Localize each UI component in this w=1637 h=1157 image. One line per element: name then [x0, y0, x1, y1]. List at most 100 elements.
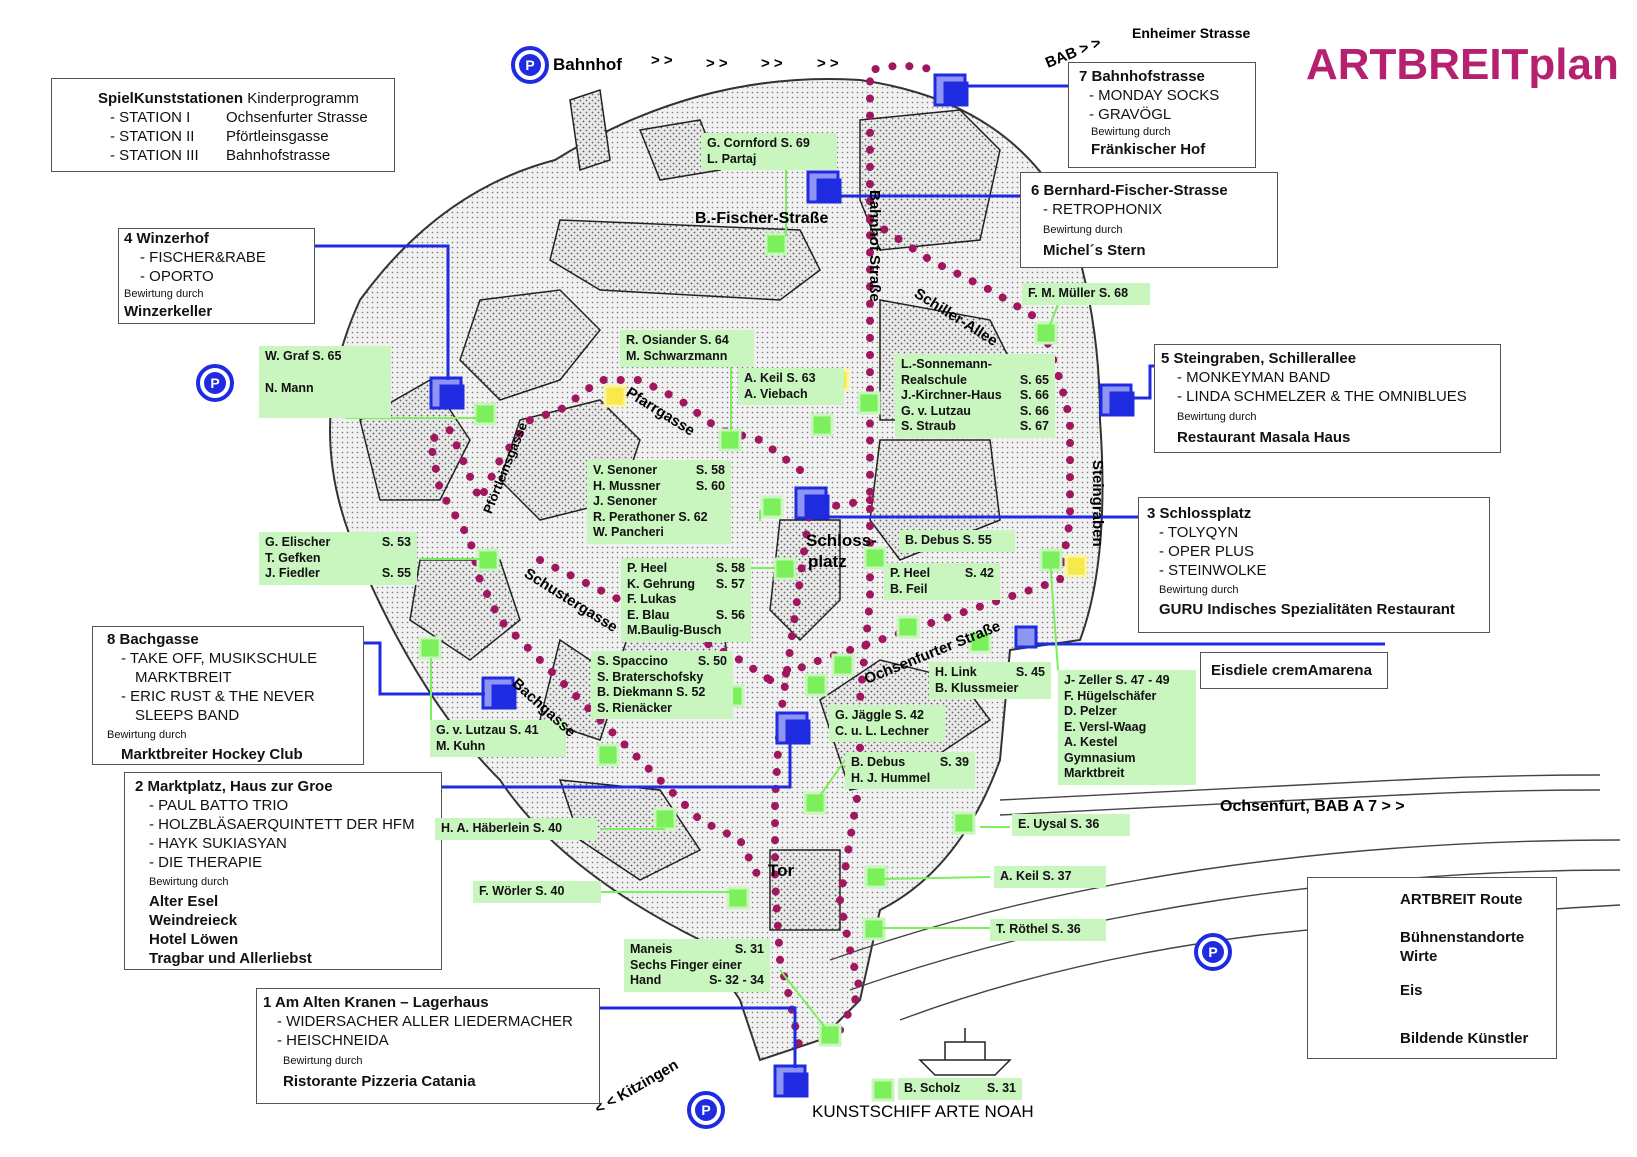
catering-host: Weindreieck [149, 912, 238, 929]
catering-host: Michel´s Stern [1043, 242, 1146, 259]
street-label-tor: Tor [768, 861, 795, 880]
venue-act: - OPORTO [140, 268, 214, 285]
parking-icon: P [1194, 933, 1232, 971]
stage-marker-3 [794, 486, 830, 520]
arrows-bahnhof-4: > > [817, 55, 839, 72]
stage-marker-8 [481, 676, 517, 710]
venue-act: - MONKEYMAN BAND [1177, 369, 1331, 386]
artist-label-mueller: F. M. Müller S. 68 [1022, 283, 1150, 305]
venue-act: - WIDERSACHER ALLER LIEDERMACHER [277, 1013, 573, 1030]
street-label-steingraben: Steingraben [1089, 460, 1106, 547]
venue-act: - GRAVÖGL [1089, 106, 1172, 123]
stage-marker-4 [429, 376, 465, 410]
catering-host: Ristorante Pizzeria Catania [283, 1073, 476, 1090]
venue-act: - FISCHER&RABE [140, 249, 266, 266]
venue-title: 3 Schlossplatz [1147, 505, 1252, 522]
legend-box: ARTBREIT Route Bühnenstandorte Wirte Eis… [1307, 877, 1557, 1059]
svg-text:P: P [525, 57, 534, 73]
catering-host: Restaurant Masala Haus [1177, 429, 1351, 446]
boat [918, 1028, 1012, 1076]
catering-host: Winzerkeller [124, 303, 213, 320]
catering-host: Hotel Löwen [149, 931, 239, 948]
venue-act: - OPER PLUS [1159, 543, 1255, 560]
venue-act: - MONDAY SOCKS [1089, 87, 1220, 104]
catering-label: Bewirtung durch [149, 876, 229, 888]
artist-label-woerler: F. Wörler S. 40 [473, 881, 601, 903]
legend-artists-label: Bildende Künstler [1400, 1030, 1529, 1047]
venue-title: 1 Am Alten Kranen – Lagerhaus [263, 994, 489, 1011]
stage-marker-2 [775, 711, 811, 745]
arrows-bahnhof-1: > > [651, 52, 673, 69]
venue-act: - ERIC RUST & THE NEVER [121, 688, 315, 705]
venue-title: 8 Bachgasse [107, 631, 199, 648]
catering-host: Marktbreiter Hockey Club [121, 746, 303, 763]
venue-box-1: 1 Am Alten Kranen – Lagerhaus - WIDERSAC… [256, 988, 600, 1104]
venue-box-2: 2 Marktplatz, Haus zur Groe - PAUL BATTO… [124, 772, 442, 970]
artist-connectors [345, 166, 1061, 1036]
arrows-bahnhof-3: > > [761, 55, 783, 72]
venue-box-3: 3 Schlossplatz - TOLYQYN - OPER PLUS - S… [1138, 497, 1490, 633]
catering-label: Bewirtung durch [107, 729, 187, 741]
venue-act: - PAUL BATTO TRIO [149, 797, 289, 814]
eis-marker [1014, 625, 1038, 649]
artist-label-debus55: B. Debus S. 55 [899, 530, 1015, 552]
street-label-schloss: Schloss- [806, 531, 877, 550]
artist-label-roethel: T. Röthel S. 36 [990, 919, 1106, 941]
artist-markers [418, 232, 1063, 1102]
venue-box-7: 7 Bahnhofstrasse - MONDAY SOCKS - GRAVÖG… [1068, 62, 1256, 168]
parking-icon: P [511, 46, 549, 84]
catering-label: Bewirtung durch [1091, 126, 1171, 138]
venue-title: 4 Winzerhof [124, 230, 209, 247]
stage-marker-7 [933, 73, 969, 107]
plan-title: ARTBREITplan [1306, 40, 1619, 89]
street-label-fischer: B.-Fischer-Straße [695, 210, 829, 227]
parking-icon: P [687, 1091, 725, 1129]
venue-box-8: 8 Bachgasse - TAKE OFF, MUSIKSCHULE MARK… [92, 626, 364, 765]
venue-act: - RETROPHONIX [1043, 201, 1163, 218]
legend-route-label: ARTBREIT Route [1400, 891, 1523, 908]
catering-label: Bewirtung durch [1159, 584, 1239, 596]
artist-label-haeberlein: H. A. Häberlein S. 40 [435, 818, 597, 840]
street-label-bahnhof: Bahnhof Straße [866, 190, 883, 302]
stations-box: SpielKunststationen Kinderprogramm - STA… [51, 78, 395, 172]
catering-label: Bewirtung durch [1043, 224, 1123, 236]
svg-text:P: P [210, 375, 219, 391]
artist-label-keil37: A. Keil S. 37 [994, 866, 1106, 888]
parking-icon: P [196, 364, 234, 402]
parking-icons: P P P P [196, 46, 1232, 1129]
venue-box-6: 6 Bernhard-Fischer-Strasse - RETROPHONIX… [1020, 172, 1278, 268]
venue-act: - STEINWOLKE [1159, 562, 1267, 579]
street-label-platz: platz [808, 552, 847, 571]
stations-heading: SpielKunststationen [98, 90, 244, 107]
stage-marker-1 [773, 1064, 809, 1098]
catering-host: Fränkischer Hof [1091, 141, 1206, 158]
venue-box-5: 5 Steingraben, Schillerallee - MONKEYMAN… [1154, 344, 1501, 453]
venue-title: 5 Steingraben, Schillerallee [1161, 350, 1357, 367]
svg-text:P: P [1208, 944, 1217, 960]
venue-act: - TOLYQYN [1159, 524, 1239, 541]
venue-act: - HOLZBLÄSAERQUINTETT DER HFM [149, 816, 415, 833]
catering-host: GURU Indisches Spezialitäten Restaurant [1159, 601, 1455, 618]
venue-act: - HEISCHNEIDA [277, 1032, 389, 1049]
artist-label-uysal: E. Uysal S. 36 [1012, 814, 1130, 836]
catering-host: Alter Esel [149, 893, 219, 910]
catering-label: Bewirtung durch [124, 288, 204, 300]
catering-label: Bewirtung durch [283, 1055, 363, 1067]
